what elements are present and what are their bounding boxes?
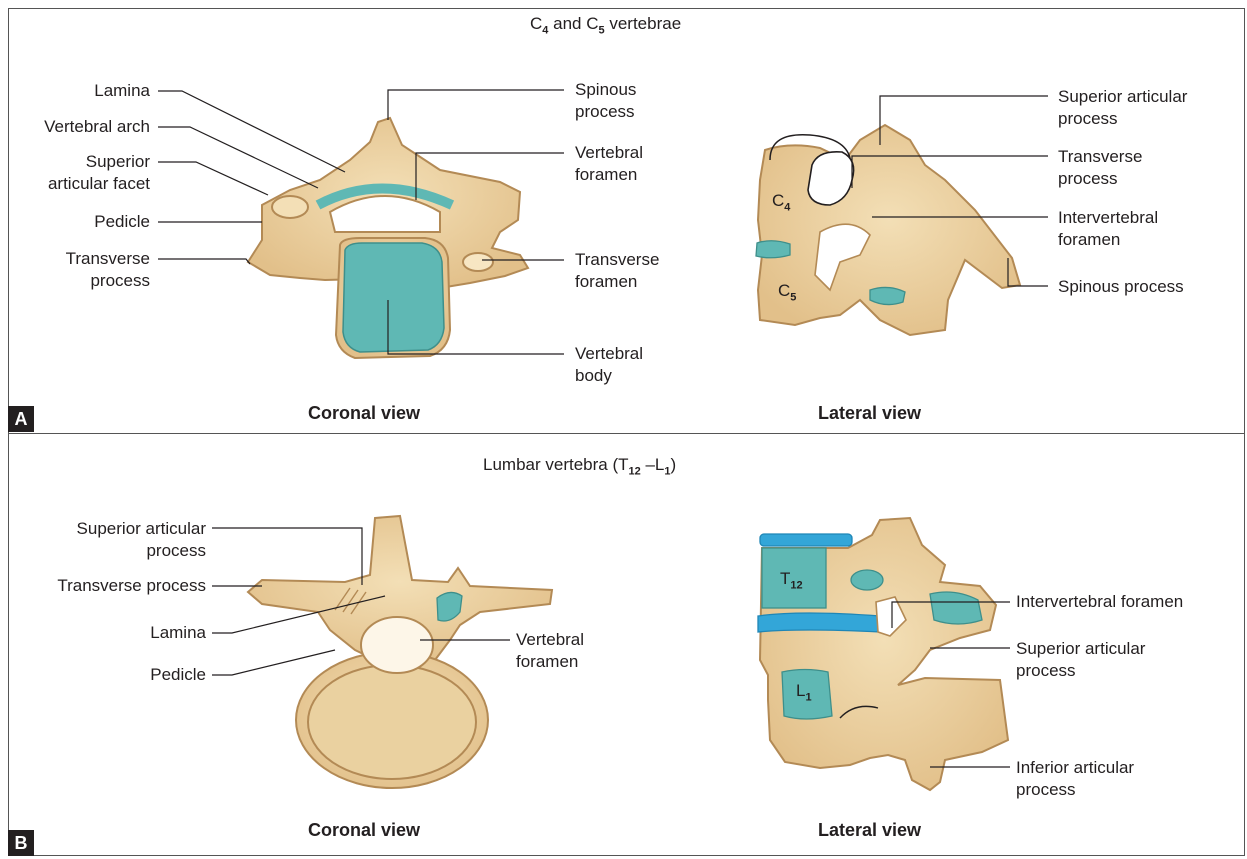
label-transverse-process: Transverse process: [10, 248, 150, 292]
label-pedicle: Pedicle: [10, 211, 150, 233]
bone-label-c5: C5: [778, 280, 796, 308]
label-vertebral-foramen: Vertebral foramen: [575, 142, 643, 186]
bone-label-l1: L1: [796, 680, 812, 708]
label-b-inferior-articular-process: Inferior articular process: [1016, 757, 1134, 801]
label-b-lat-superior-articular-process: Superior articular process: [1016, 638, 1145, 682]
transverse-foramen-shape: [463, 253, 493, 271]
label-transverse-foramen: Transverse foramen: [575, 249, 659, 293]
bone-label-t12: T12: [780, 568, 803, 596]
label-spinous-process: Spinous process: [575, 79, 636, 123]
label-b-vertebral-foramen: Vertebral foramen: [516, 629, 584, 673]
disc-top: [760, 534, 852, 546]
a-lateral-view-caption: Lateral view: [818, 403, 921, 424]
label-b-superior-articular-process: Superior articular process: [10, 518, 206, 562]
label-b-intervertebral-foramen: Intervertebral foramen: [1016, 591, 1183, 613]
b-lateral-view-caption: Lateral view: [818, 820, 921, 841]
b-coronal-view-caption: Coronal view: [308, 820, 420, 841]
vertebral-body-shape: [343, 243, 444, 352]
label-a-superior-articular-process: Superior articular process: [1058, 86, 1187, 130]
panel-a-tag: A: [8, 406, 34, 432]
label-vertebral-body: Vertebral body: [575, 343, 643, 387]
bone-label-c4: C4: [772, 190, 790, 218]
panel-b-tag: B: [8, 830, 34, 856]
label-lamina: Lamina: [10, 80, 150, 102]
label-b-transverse-process: Transverse process: [10, 575, 206, 597]
label-superior-articular-facet: Superior articular facet: [10, 151, 150, 195]
label-b-pedicle: Pedicle: [10, 664, 206, 686]
panel-b-title: Lumbar vertebra (T12 –L1): [483, 455, 676, 477]
label-intervertebral-foramen: Intervertebral foramen: [1058, 207, 1158, 251]
panel-a-title: C4 and C5 vertebrae: [530, 14, 681, 36]
a-coronal-view-caption: Coronal view: [308, 403, 420, 424]
label-vertebral-arch: Vertebral arch: [10, 116, 150, 138]
label-b-lamina: Lamina: [10, 622, 206, 644]
c-lateral-disc-mid: [870, 287, 905, 304]
label-a-spinous-process: Spinous process: [1058, 276, 1184, 298]
lumbar-body-inner: [308, 665, 476, 779]
label-a-transverse-process: Transverse process: [1058, 146, 1142, 190]
c-lateral-disc-left: [756, 241, 790, 258]
superior-articular-facet-shape: [272, 196, 308, 218]
lumbar-vertebral-foramen-shape: [361, 617, 433, 673]
disc-middle: [758, 613, 880, 632]
t12-facet-shape: [851, 570, 883, 590]
